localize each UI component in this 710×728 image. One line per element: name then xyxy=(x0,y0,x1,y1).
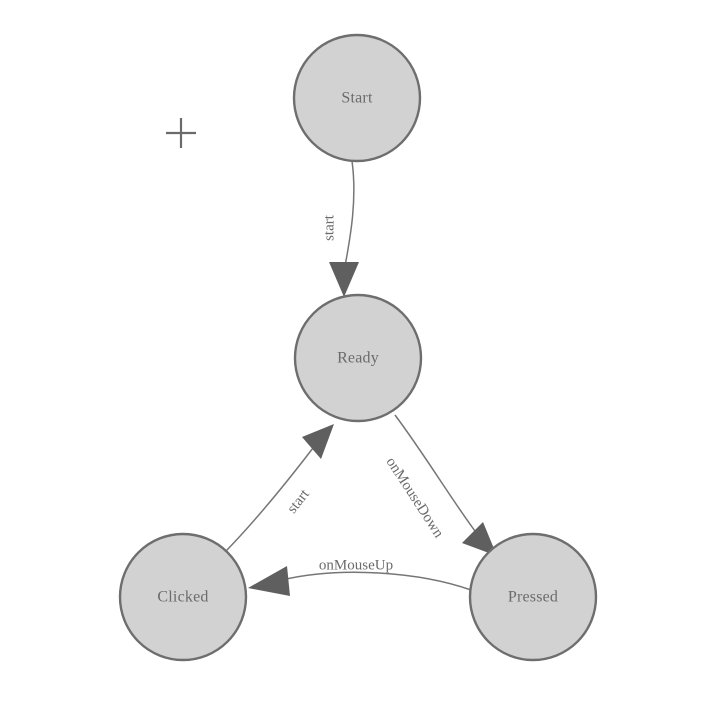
node-clicked[interactable]: Clicked xyxy=(118,532,248,662)
edge-line-clicked-to-ready xyxy=(225,447,314,552)
node-circle-ready xyxy=(293,293,423,423)
node-label-pressed: Pressed xyxy=(508,589,558,606)
arrowhead-into-pressed xyxy=(462,522,497,556)
edge-clicked-to-ready[interactable]: start xyxy=(225,424,334,552)
arrowhead-into-ready-from-start xyxy=(329,262,359,297)
edge-pressed-to-clicked[interactable]: onMouseUp xyxy=(248,557,472,596)
edge-label-start-to-ready: start xyxy=(321,214,337,241)
node-circle-start xyxy=(292,33,422,163)
arrowhead-into-clicked xyxy=(248,566,290,596)
arrowhead-into-ready-from-clicked xyxy=(302,424,334,459)
edge-line-ready-to-pressed xyxy=(394,414,479,536)
edge-ready-to-pressed[interactable]: onMouseDown xyxy=(383,414,497,556)
node-pressed[interactable]: Pressed xyxy=(468,532,598,662)
edge-label-clicked-to-ready: start xyxy=(284,486,313,517)
node-label-clicked: Clicked xyxy=(157,589,208,606)
node-start[interactable]: Start xyxy=(292,33,422,163)
edge-label-pressed-to-clicked: onMouseUp xyxy=(319,557,393,573)
node-circle-pressed xyxy=(468,532,598,662)
edge-line-pressed-to-clicked xyxy=(281,571,472,591)
node-circle-clicked xyxy=(118,532,248,662)
node-ready[interactable]: Ready xyxy=(293,293,423,423)
crosshair-icon[interactable] xyxy=(166,118,196,148)
edge-label-ready-to-pressed: onMouseDown xyxy=(383,455,447,542)
edge-start-to-ready[interactable]: start xyxy=(321,160,359,297)
node-label-ready: Ready xyxy=(337,350,379,367)
node-label-start: Start xyxy=(341,90,373,107)
edge-line-start-to-ready xyxy=(343,160,355,273)
